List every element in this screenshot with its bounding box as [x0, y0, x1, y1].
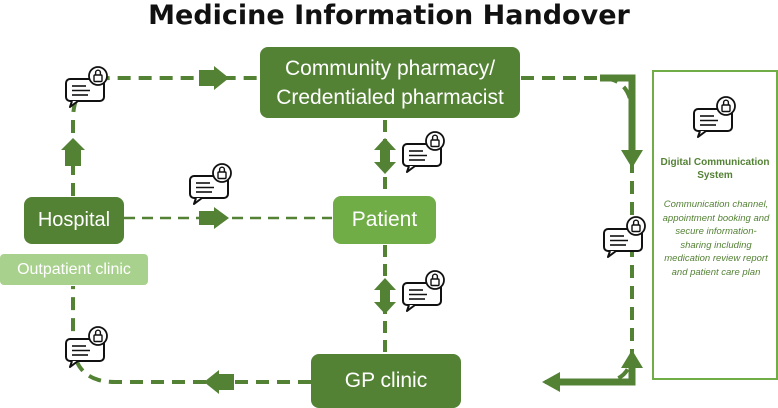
node-community-pharmacy: Community pharmacy/ Credentialed pharmac…: [260, 47, 520, 118]
chat-lock-icon: [64, 326, 110, 368]
arrow-down-icon: [621, 150, 643, 168]
digital-communication-panel: Digital Communication System Communicati…: [652, 70, 778, 380]
node-gp-clinic: GP clinic: [311, 354, 461, 408]
node-patient: Patient: [333, 196, 436, 244]
page-title: Medicine Information Handover: [148, 0, 630, 31]
panel-description: Communication channel, appointment booki…: [662, 199, 770, 278]
chat-lock-icon: [602, 216, 648, 258]
hospital-label: Hospital: [37, 209, 111, 231]
pharmacy-label-line2: Credentialed pharmacist: [276, 85, 504, 109]
node-outpatient-clinic: Outpatient clinic: [0, 254, 148, 285]
connector-pharmacy-system: [521, 76, 634, 160]
arrow-up-icon: [61, 138, 85, 166]
patient-label: Patient: [351, 208, 418, 231]
chat-lock-icon: [692, 96, 738, 138]
connector-system-gp: [545, 160, 634, 384]
double-arrow-icon: [374, 278, 396, 314]
node-hospital: Hospital: [24, 197, 124, 244]
panel-title: Digital Communication System: [660, 157, 770, 181]
gp-label: GP clinic: [344, 369, 428, 392]
chat-lock-icon: [401, 270, 447, 312]
chat-lock-icon: [401, 131, 447, 173]
double-arrow-icon: [374, 138, 396, 174]
chat-lock-icon: [188, 163, 234, 205]
pharmacy-label-line1: Community pharmacy/: [284, 56, 496, 80]
arrow-right-icon: [199, 207, 229, 229]
outpatient-label: Outpatient clinic: [17, 260, 131, 278]
arrow-up-icon: [621, 350, 643, 368]
arrow-right-icon: [199, 66, 229, 90]
arrow-left-icon: [204, 370, 234, 394]
arrow-left-icon: [542, 372, 560, 392]
chat-lock-icon: [64, 66, 110, 108]
